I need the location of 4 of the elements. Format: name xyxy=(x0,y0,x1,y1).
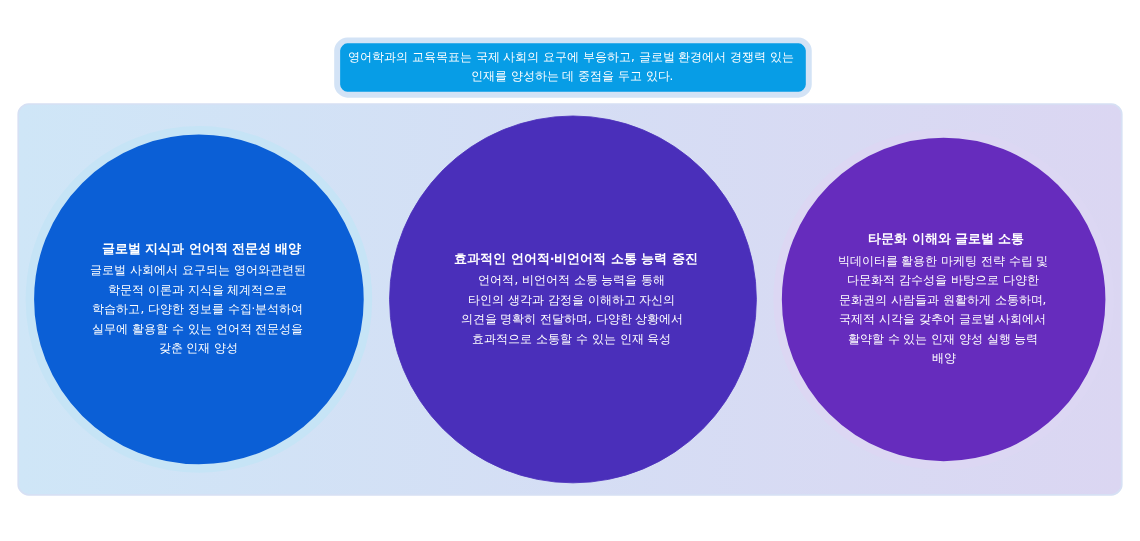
node-circle: 효과적인 언어적·비언어적 소통 능력 증진 언어적, 비언어적 소통 능력을 통해 타인의 생각과 감정을 이해하고 자신의 의견을 명확히 전달하며, 다양한 상황에서 효과적으로 소통할 수 있는 인재 육성 xyxy=(389,115,757,483)
node-box: 영어학과의 교육목표는 국제 사회의 요구에 부응하고, 글로벌 환경에서 경쟁력 있는 인재를 양성하는 데 중점을 두고 있다. xyxy=(334,36,812,98)
node-circle: 글로벌 지식과 언어적 전문성 배양 글로벌 사회에서 요구되는 영어와관련된 학문적 이론과 지식을 체계적으로 학습하고, 다양한 정보를 수집·분석하여 실무에 활용할 수 있는 언어적 전문성을 갖춘 인재 양성 xyxy=(25,125,373,473)
cluster xyxy=(17,102,1123,496)
